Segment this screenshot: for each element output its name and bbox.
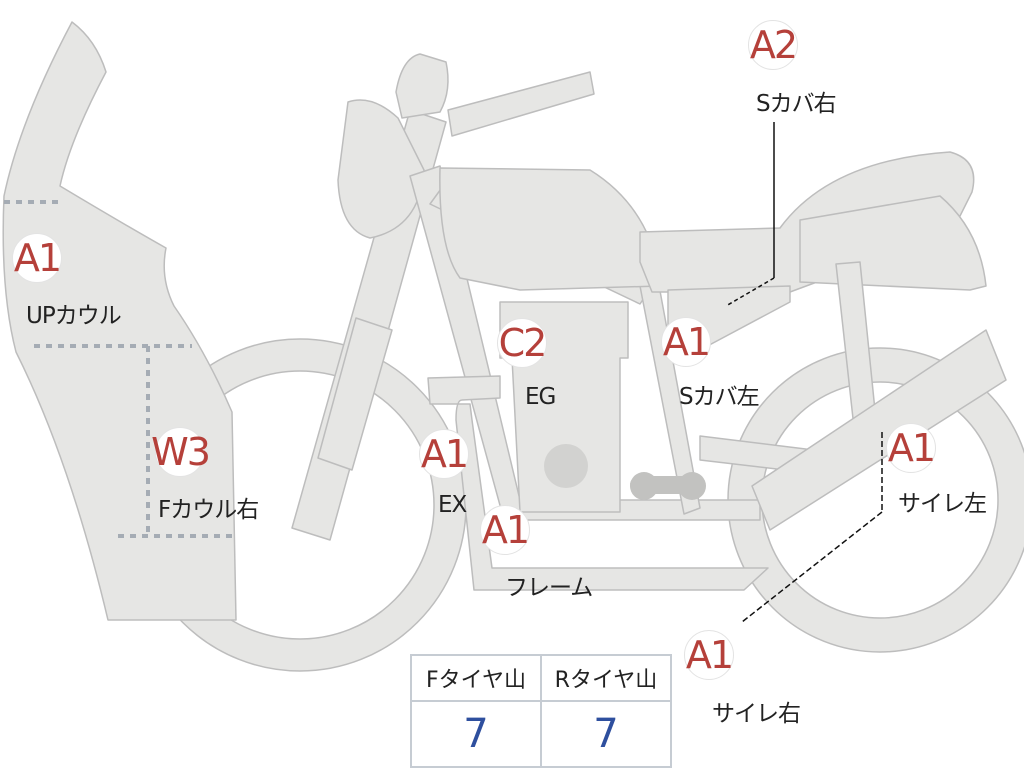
up-cowl-label: UPカウル — [26, 303, 122, 329]
up-cowl-grade: A1 — [12, 233, 62, 283]
exhaust-grade: A1 — [419, 429, 469, 479]
f-cowl-right-grade: W3 — [151, 427, 211, 477]
muffler — [751, 329, 1007, 531]
muffler-left-label: サイレ左 — [898, 491, 987, 517]
front-tire-header: Fタイヤ山 — [410, 654, 542, 702]
side-cover-left-grade: A1 — [661, 317, 711, 367]
fuel-tank — [439, 167, 661, 291]
frame-label: フレーム — [505, 575, 593, 601]
table-value-row: 7 7 — [410, 700, 672, 768]
headlight — [337, 99, 425, 239]
engine-grade: C2 — [497, 318, 547, 368]
engine-label: EG — [525, 384, 556, 410]
muffler-left-grade: A1 — [886, 423, 936, 473]
exhaust-label: EX — [438, 492, 467, 518]
muffler-right-label: サイレ右 — [712, 701, 801, 727]
side-cover-left-label: Sカバ左 — [679, 384, 760, 410]
muffler-right-grade: A1 — [684, 630, 734, 680]
frame-grade: A1 — [480, 505, 530, 555]
rear-tire-value: 7 — [540, 700, 672, 768]
front-tire-value: 7 — [410, 700, 542, 768]
table-header-row: Fタイヤ山 Rタイヤ山 — [410, 654, 672, 702]
side-cover-right-grade: A2 — [748, 20, 798, 70]
exhaust-pipe — [427, 375, 769, 591]
rear-tire-header: Rタイヤ山 — [540, 654, 672, 702]
side-cover-right-label: Sカバ右 — [756, 91, 837, 117]
f-cowl-right-label: Fカウル右 — [158, 497, 259, 523]
tire-tread-table: Fタイヤ山 Rタイヤ山 7 7 — [410, 654, 672, 768]
